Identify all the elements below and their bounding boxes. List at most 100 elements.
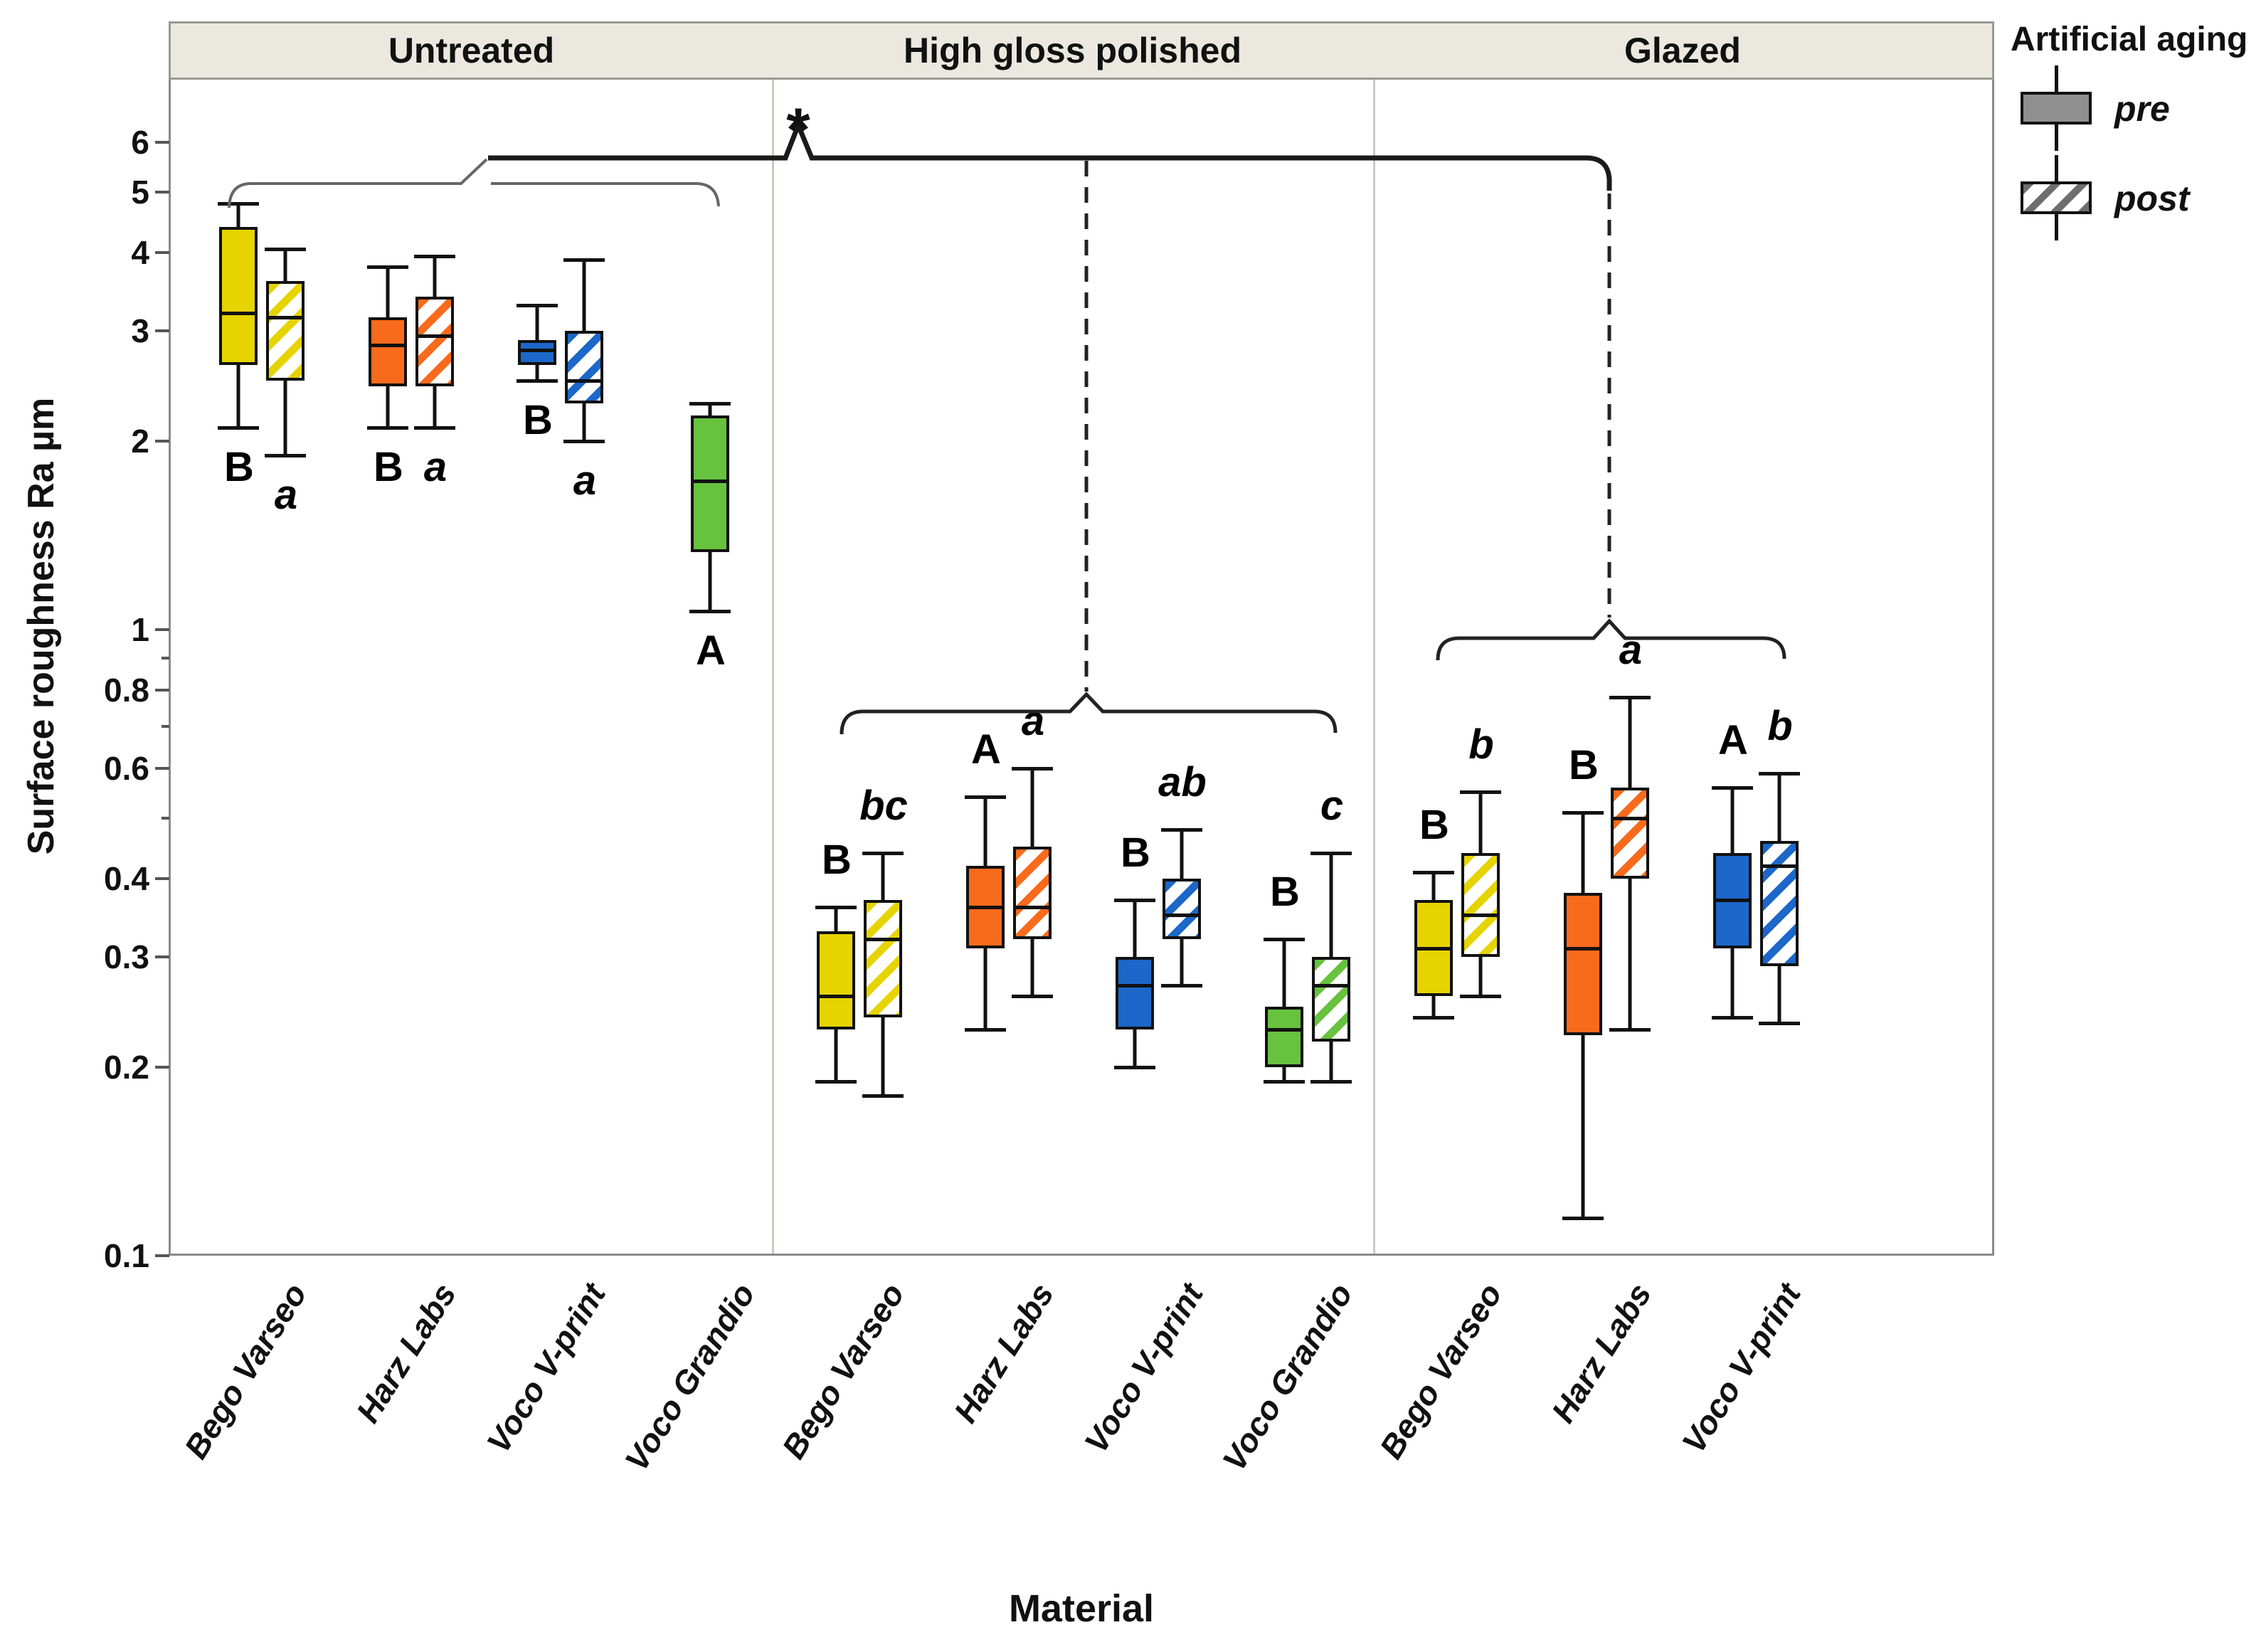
- whisker-cap-bottom: [689, 610, 731, 614]
- legend-item-pre: pre: [2008, 65, 2257, 151]
- whisker-cap-bottom: [1759, 1022, 1800, 1026]
- y-tick-major: [155, 689, 169, 692]
- group-letter: a: [573, 457, 597, 504]
- plot-border-right: [1992, 21, 1994, 1254]
- whisker-cap-top: [414, 254, 455, 258]
- y-tick-label: 0.1: [104, 1237, 149, 1274]
- panel-title: Glazed: [1624, 31, 1741, 70]
- whisker-cap-top: [1310, 851, 1352, 855]
- box-pre: [1116, 957, 1154, 1029]
- whisker-cap-top: [1712, 785, 1753, 790]
- bracket-path: [491, 182, 720, 207]
- y-tick-minor: [162, 657, 169, 660]
- box-pre: [1564, 892, 1602, 1036]
- group-letter: ab: [1158, 758, 1207, 805]
- whisker-cap-top: [218, 201, 259, 206]
- whisker-cap-bottom: [965, 1027, 1006, 1032]
- whisker-cap-top: [1759, 771, 1800, 775]
- whisker-cap-top: [1460, 790, 1501, 795]
- box-post: [864, 899, 902, 1018]
- box-post: [1760, 840, 1799, 967]
- whisker-cap-bottom: [1161, 984, 1202, 988]
- whisker-cap-bottom: [1562, 1216, 1604, 1220]
- panel-title: Untreated: [388, 31, 555, 70]
- box-post: [415, 297, 454, 386]
- whisker-cap-bottom: [862, 1094, 904, 1098]
- whisker-cap-bottom: [1460, 994, 1501, 998]
- whisker-cap-top: [1562, 811, 1604, 815]
- median-line: [1463, 914, 1498, 918]
- whisker-cap-top: [517, 303, 558, 307]
- group-letter: bc: [859, 782, 908, 829]
- y-tick-major: [155, 251, 169, 255]
- significance-asterisk: *: [786, 96, 810, 164]
- median-line: [693, 479, 727, 483]
- panel-separator: [772, 80, 774, 1254]
- y-tick-major: [155, 1254, 169, 1257]
- y-tick-label: 1: [131, 611, 149, 648]
- whisker-cap-bottom: [815, 1079, 857, 1084]
- group-letter: B: [1569, 742, 1599, 789]
- whisker-cap-bottom: [1712, 1016, 1753, 1020]
- median-line: [819, 994, 853, 998]
- whisker-cap-bottom: [367, 426, 408, 430]
- bracket-path: [840, 692, 1338, 735]
- bracket-path: [228, 158, 488, 208]
- median-line: [1613, 816, 1647, 820]
- box-post: [1461, 852, 1500, 958]
- y-tick-major: [155, 440, 169, 443]
- whisker-cap-top: [965, 795, 1006, 800]
- whisker-cap-top: [1609, 695, 1651, 699]
- y-tick-label: 0.3: [104, 938, 149, 976]
- median-line: [1762, 864, 1796, 868]
- whisker-cap-bottom: [1012, 994, 1053, 998]
- median-line: [1314, 984, 1348, 988]
- whisker-cap-top: [1012, 767, 1053, 771]
- y-tick-major: [155, 329, 169, 333]
- plot-border-left: [169, 21, 171, 1254]
- box-post: [565, 331, 603, 403]
- whisker-cap-bottom: [1114, 1066, 1155, 1070]
- box-post: [1013, 847, 1052, 940]
- group-letter: B: [224, 444, 254, 491]
- median-line: [268, 316, 302, 320]
- median-line: [567, 378, 601, 383]
- group-letter: a: [274, 471, 298, 518]
- group-letter: c: [1320, 782, 1344, 829]
- box-pre: [1265, 1006, 1303, 1068]
- whisker-cap-top: [862, 851, 904, 855]
- plot-border-bottom: [169, 1254, 1994, 1256]
- y-tick-label: 0.8: [104, 672, 149, 709]
- legend-post-box-icon: [2021, 181, 2092, 214]
- group-letter: B: [1121, 829, 1150, 876]
- box-pre: [219, 226, 258, 365]
- y-tick-major: [155, 877, 169, 881]
- group-letter: A: [696, 628, 726, 674]
- y-tick-label: 0.4: [104, 860, 149, 898]
- group-letter: A: [1718, 716, 1748, 763]
- whisker-cap-top: [563, 258, 605, 262]
- whisker-cap-bottom: [1264, 1079, 1305, 1084]
- box-pre: [817, 931, 855, 1029]
- box-post: [1163, 879, 1201, 940]
- median-line: [866, 938, 900, 942]
- whisker-cap-bottom: [563, 440, 605, 444]
- bracket-path: [1436, 618, 1786, 661]
- group-letter: B: [822, 837, 852, 884]
- median-line: [221, 312, 255, 316]
- legend-item-post: post: [2008, 155, 2257, 240]
- box-pre: [691, 415, 729, 552]
- legend-title: Artificial aging: [2011, 21, 2248, 58]
- y-tick-minor: [162, 816, 169, 820]
- median-line: [1417, 946, 1451, 951]
- whisker-cap-top: [815, 906, 857, 910]
- y-tick-label: 5: [131, 173, 149, 211]
- y-tick-label: 0.6: [104, 750, 149, 788]
- whisker-cap-bottom: [517, 378, 558, 383]
- legend-pre-label: pre: [2114, 89, 2170, 129]
- y-tick-major: [155, 190, 169, 194]
- group-letter: B: [523, 396, 553, 443]
- panel-separator: [1373, 80, 1375, 1254]
